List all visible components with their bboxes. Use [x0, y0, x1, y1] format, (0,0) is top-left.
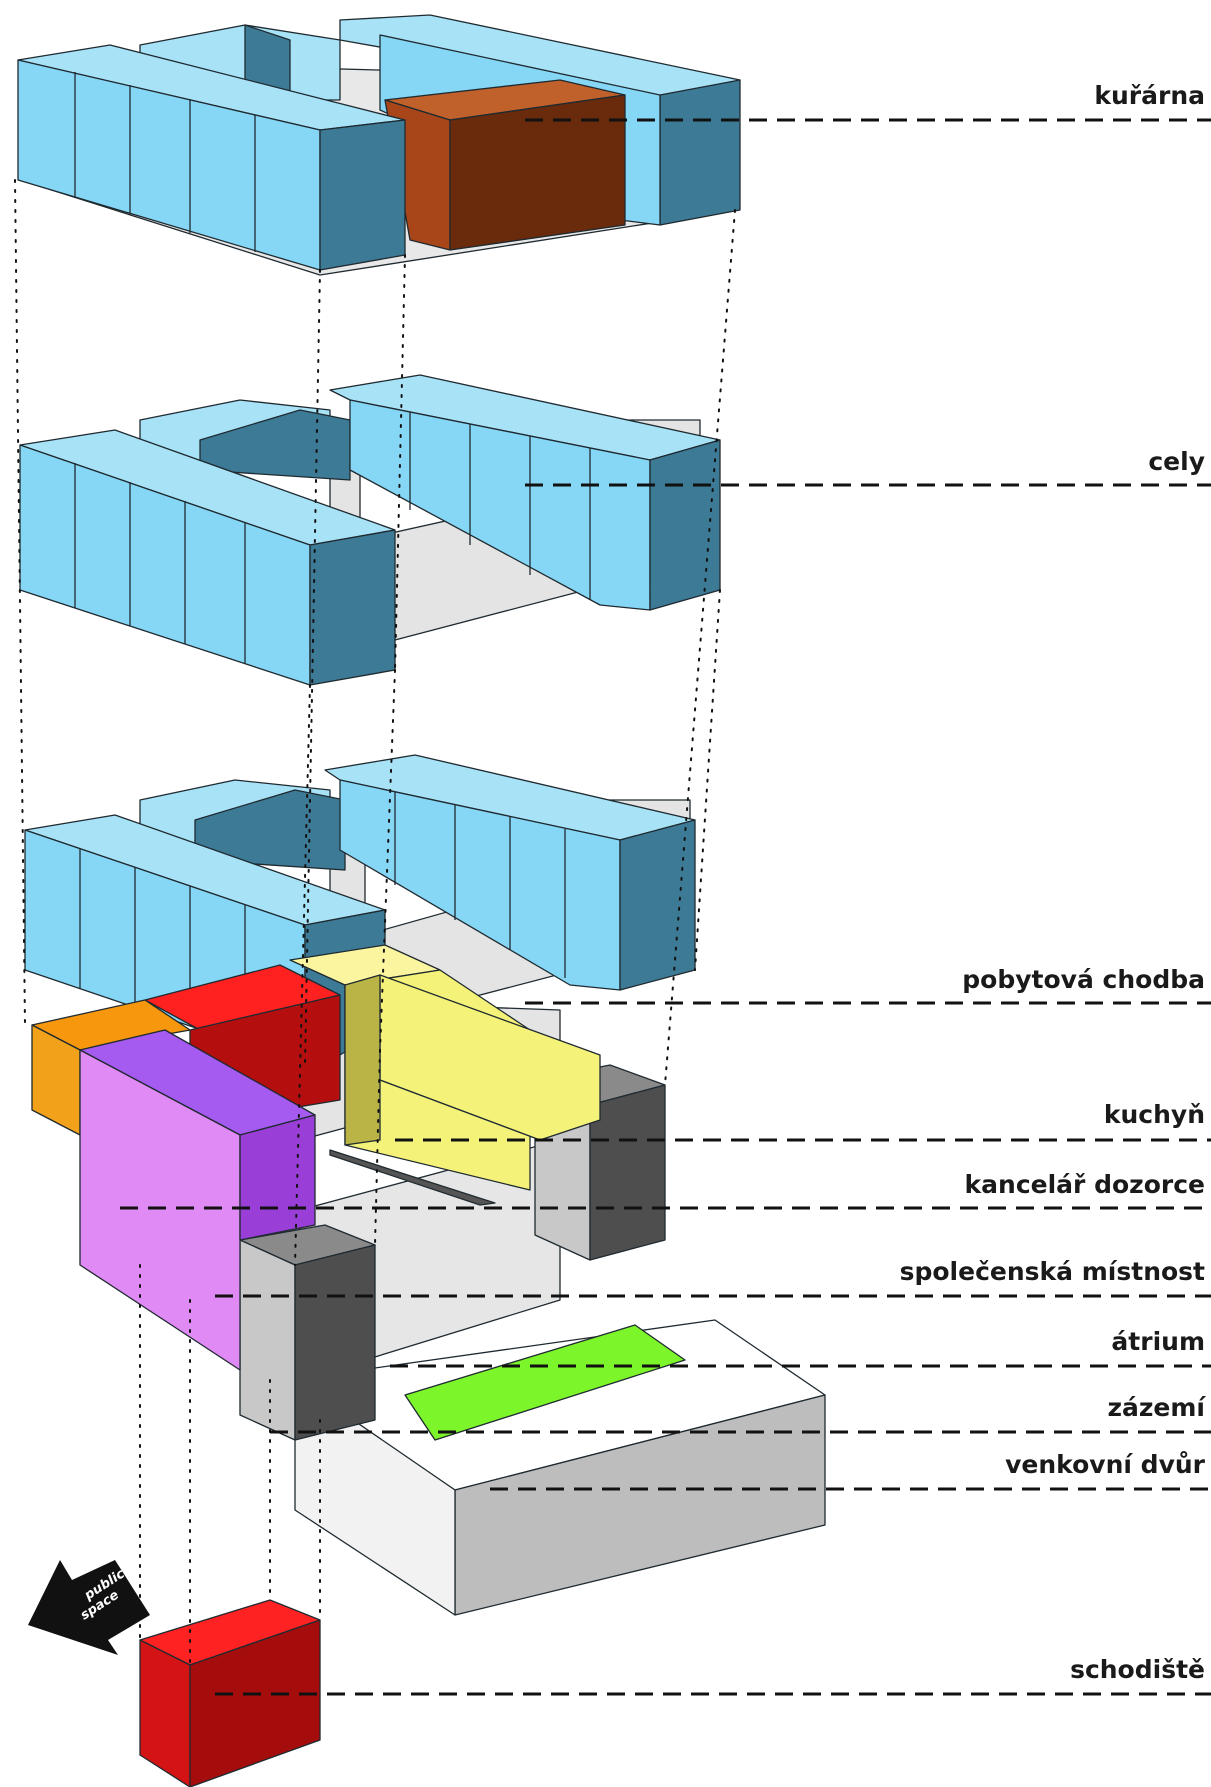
- outdoor-yard-block: [404, 1324, 686, 1441]
- leader-lines: [120, 118, 1211, 1696]
- smoking-room-block: [384, 79, 626, 251]
- cells-back-row: [139, 374, 721, 611]
- kitchen-block: [289, 944, 601, 1191]
- label-spolecenska-mistnost: společenská místnost: [900, 1257, 1205, 1286]
- label-kancelar-dozorce: kancelář dozorce: [965, 1170, 1205, 1199]
- projection-guides: [14, 179, 736, 1666]
- label-zazemi: zázemí: [1107, 1393, 1206, 1422]
- level-cells: [19, 374, 721, 686]
- label-venkovni-dvur: venkovní dvůr: [1005, 1450, 1206, 1479]
- label-schodiste: schodiště: [1070, 1655, 1205, 1684]
- label-pobytova-chodba: pobytová chodba: [962, 965, 1205, 994]
- label-kuchyn: kuchyň: [1104, 1100, 1205, 1129]
- label-cely: cely: [1148, 447, 1205, 476]
- public-space-arrow-icon: public space: [28, 1560, 150, 1655]
- labels: kuřárna cely pobytová chodba kuchyň kanc…: [900, 81, 1207, 1684]
- top-front-cells: [17, 44, 406, 271]
- corner-orange-block: [31, 999, 191, 1136]
- cells-front-row: [19, 429, 396, 686]
- label-atrium: átrium: [1111, 1327, 1205, 1356]
- label-kurarna: kuřárna: [1094, 81, 1205, 110]
- level-top-smoking-room: [17, 14, 741, 276]
- stairs-block: [139, 1599, 321, 1787]
- atrium-slit: [329, 1149, 496, 1206]
